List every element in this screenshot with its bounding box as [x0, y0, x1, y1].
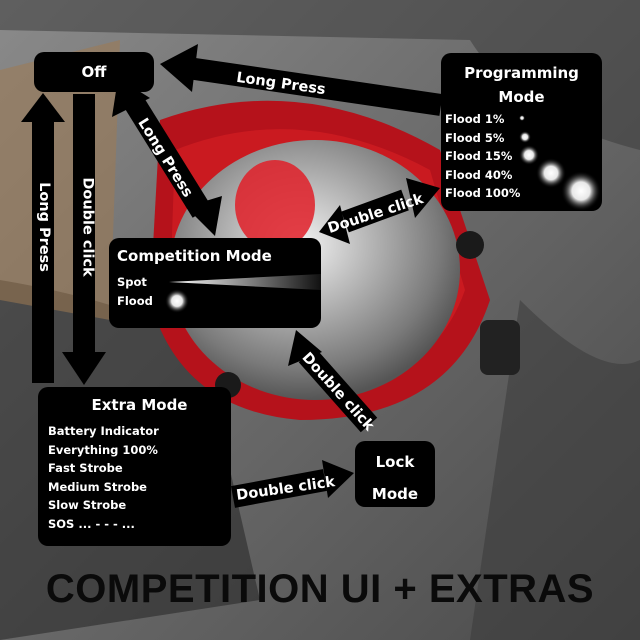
arrow-comp-to-prog — [341, 189, 409, 233]
lock-title-line2: Mode — [371, 485, 419, 503]
extra-row: Battery Indicator — [48, 424, 159, 438]
competition-row-label: Flood — [117, 293, 153, 308]
programming-title-line1: Programming — [464, 64, 579, 82]
competition-row: Spot — [117, 273, 313, 292]
label-extra-to-off: Long Press — [35, 182, 52, 272]
housing-screw-right — [456, 231, 484, 259]
flood-level-glows — [519, 115, 601, 211]
arrow-head-prog-from-comp — [406, 178, 440, 218]
flood-1-glow-icon — [519, 115, 525, 121]
programming-row-label: Flood 1% — [445, 112, 505, 126]
arrow-head-comp-from-off — [186, 196, 222, 236]
competition-title: Competition Mode — [117, 247, 272, 265]
extra-mode-box: Extra Mode Battery Indicator Everything … — [38, 387, 231, 546]
arrow-lock-to-comp — [298, 347, 378, 433]
programming-row: Flood 40% — [445, 166, 520, 185]
lock-mode-box: Lock Mode — [355, 441, 435, 507]
arrow-head-extra-from-off — [62, 352, 106, 385]
dark-cloth-top — [0, 0, 640, 150]
arrow-extra-to-lock — [231, 469, 327, 508]
flood-40-glow-icon — [536, 158, 566, 188]
arrow-head-comp-from-prog — [319, 205, 350, 244]
programming-mode-box: Programming Mode Flood 1% Flood 5% Flood… — [441, 53, 602, 211]
competition-row-label: Spot — [117, 275, 147, 289]
spot-beam-icon — [169, 274, 321, 290]
arrow-off-to-comp — [125, 98, 212, 218]
diagram-footer-title: COMPETITION UI + EXTRAS — [45, 567, 595, 611]
arrow-head-off-from-extra — [21, 93, 65, 122]
arrow-head-lock-from-extra — [322, 460, 354, 498]
off-title: Off — [81, 63, 107, 81]
lock-title-line1: Lock — [375, 453, 415, 471]
flood-5-glow-icon — [519, 131, 531, 143]
flood-100-glow-icon — [561, 171, 601, 211]
extra-row: SOS ... - - - ... — [48, 516, 135, 531]
competition-beam-icons — [165, 274, 321, 313]
label-off-to-extra: Double click — [79, 177, 96, 277]
lens-reflection — [235, 160, 315, 250]
arrow-head-off-from-prog — [160, 44, 198, 92]
off-box: Off — [34, 52, 154, 92]
extra-title: Extra Mode — [91, 396, 188, 414]
programming-row: Flood 1% — [445, 110, 520, 129]
extra-row: Medium Strobe — [48, 479, 147, 494]
programming-row-label: Flood 100% — [445, 186, 521, 201]
extra-row: Everything 100% — [48, 442, 158, 457]
dark-strap-right — [470, 300, 640, 640]
programming-row: Flood 5% — [445, 129, 520, 148]
programming-row-label: Flood 40% — [445, 167, 513, 182]
extra-row: Fast Strobe — [48, 461, 123, 476]
programming-rows: Flood 1% Flood 5% Flood 15% Flood 40% Fl… — [445, 110, 520, 203]
flood-15-glow-icon — [519, 145, 539, 165]
competition-rows: Spot Flood — [117, 273, 321, 313]
programming-title-line2: Mode — [498, 88, 545, 106]
arrow-prog-to-off — [186, 57, 443, 116]
programming-row: Flood 15% — [445, 147, 520, 166]
programming-row-label: Flood 5% — [445, 130, 505, 145]
programming-row: Flood 100% — [445, 184, 520, 203]
flood-glow-icon — [165, 289, 189, 313]
programming-row-label: Flood 15% — [445, 149, 513, 164]
extra-row: Slow Strobe — [48, 498, 127, 513]
competition-row: Flood — [117, 292, 313, 311]
arrow-head-comp-from-lock — [288, 330, 322, 366]
competition-mode-box: Competition Mode Spot Flood — [109, 238, 321, 328]
mount-knob — [480, 320, 520, 375]
